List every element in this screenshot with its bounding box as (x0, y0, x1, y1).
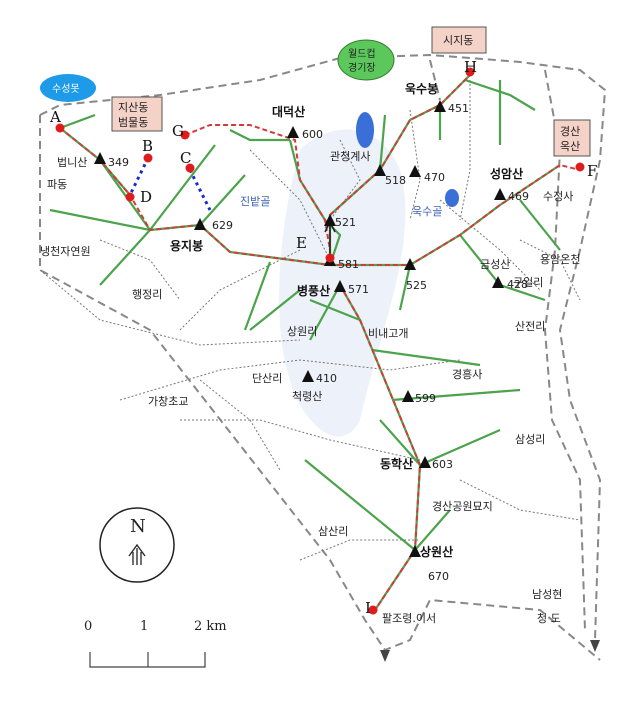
point-c-label: C (180, 149, 191, 167)
place-gachangchogyo: 가창초교 (148, 395, 188, 408)
scale-label-0: 0 (84, 619, 92, 634)
valley-shading (279, 129, 406, 437)
peak-elev-521: 521 (335, 216, 356, 229)
peak-name-byeongpungsan: 병풍산 (297, 283, 330, 298)
badge-suseongmot: 수성못 (40, 74, 96, 102)
peak-elev-518: 518 (385, 174, 406, 187)
place-yongamonchon: 용암온천 (540, 252, 580, 266)
box-sijidong: 시지동 (431, 26, 487, 54)
place-gwancheongyesa: 관청계사 (330, 150, 370, 163)
peak-elev-428: 428 (507, 278, 528, 291)
peak-name-sangwonsan: 상원산 (420, 544, 453, 559)
scale-label-1: 1 (140, 619, 148, 634)
box-gyeongsan-line2: 옥산 (560, 140, 580, 153)
place-dansanri: 단산리 (252, 372, 282, 385)
point-h-label: H (464, 58, 477, 76)
peak-name-uksubong: 욱수봉 (405, 81, 438, 96)
reservoir-north (356, 112, 374, 148)
peak-elev-603: 603 (432, 458, 453, 471)
connector-paths (128, 157, 212, 211)
peak-name-yongjibong: 용지봉 (170, 238, 203, 253)
scale-bar: 0 1 2 km (84, 619, 227, 668)
place-binaegogae: 비내고개 (368, 327, 408, 340)
scale-label-2: 2 km (194, 619, 227, 634)
point-f-label: F (587, 162, 597, 180)
box-sujangdong: 지산동 범물동 (111, 96, 163, 132)
point-e-label: E (296, 234, 307, 252)
peak-name-beopnisan: 법니산 (57, 156, 87, 169)
place-jinbatgol: 진밭골 (240, 195, 270, 208)
box-sijidong-text: 시지동 (443, 34, 473, 47)
peak-elev-525: 525 (406, 279, 427, 292)
peak-elev-629: 629 (212, 219, 233, 232)
waypoint-dots (55, 67, 585, 615)
place-uksugol: 욱수골 (412, 205, 442, 218)
badge-suseongmot-text: 수성못 (52, 83, 80, 95)
peak-elev-571: 571 (348, 283, 369, 296)
point-a-label: A (49, 108, 61, 126)
district-boundary-inner (349, 59, 586, 631)
peak-elev-581: 581 (338, 258, 359, 271)
point-g-label: G (172, 122, 184, 140)
peak-name-seongamsan: 성암산 (490, 166, 523, 181)
place-sujeongsa: 수정사 (543, 190, 573, 203)
peak-elev-670: 670 (428, 570, 449, 583)
peak-name-geumseongsan: 금성산 (480, 258, 510, 271)
badge-worldcup-line1: 월드컵 (348, 47, 376, 60)
place-samseongni: 삼성리 (515, 433, 545, 446)
place-samsanri: 삼산리 (318, 525, 348, 538)
place-naengcheon: 냉천자연원 (40, 244, 91, 258)
minor-paths (39, 80, 581, 561)
peak-elev-410: 410 (316, 372, 337, 385)
box-sujangdong-line1: 지산동 (118, 101, 148, 114)
peak-elev-349: 349 (108, 156, 129, 169)
place-haengjeongni: 행정리 (132, 288, 162, 301)
place-gyeongsan-park: 경산공원묘지 (432, 500, 493, 513)
badge-worldcup-line2: 경기장 (348, 61, 376, 74)
main-trail (59, 74, 581, 611)
district-boundary-north (39, 53, 607, 641)
badge-worldcup: 월드컵 경기장 (337, 39, 395, 81)
place-namseonghyeon: 남성현 (532, 588, 562, 601)
peak-elev-469: 469 (508, 190, 529, 203)
compass: N (99, 507, 175, 583)
exit-arrow-cheongdo (590, 640, 600, 652)
peak-name-daedeoksan: 대덕산 (272, 104, 305, 119)
reservoir-east (445, 189, 459, 207)
peak-elev-599: 599 (415, 392, 436, 405)
peak-elev-600: 600 (302, 128, 323, 141)
place-gyeongheungsa: 경흥사 (452, 367, 482, 381)
peak-elev-451: 451 (448, 102, 469, 115)
point-b-label: B (142, 137, 153, 155)
point-i-label: I (365, 599, 371, 617)
place-sanjeonri: 산전리 (515, 320, 545, 333)
place-cheongdo: 청 도 (537, 612, 561, 625)
compass-letter: N (130, 516, 146, 537)
peak-markers (94, 100, 506, 557)
place-cheokryeongsan: 척령산 (292, 390, 322, 403)
box-gyeongsan: 경산 옥산 (553, 119, 591, 157)
point-d-label: D (140, 188, 152, 206)
peak-name-donghaksan: 동학산 (380, 456, 413, 471)
box-gyeongsan-line1: 경산 (560, 125, 580, 138)
peak-elev-470: 470 (424, 171, 445, 184)
place-padong: 파동 (47, 178, 67, 191)
exit-arrow-south (380, 650, 390, 662)
box-sujangdong-line2: 범물동 (118, 116, 148, 129)
place-sangwonri: 상원리 (287, 325, 317, 338)
place-paljoryeong: 팔조령.이서 (382, 612, 436, 625)
place-guilli: 구일리 (513, 275, 543, 289)
